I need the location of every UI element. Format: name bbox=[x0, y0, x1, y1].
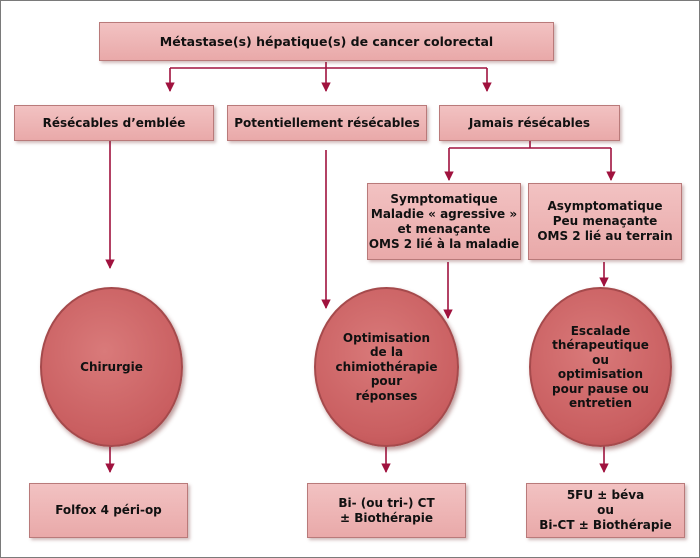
circle-optimisation: Optimisation de la chimiothérapie pour r… bbox=[314, 287, 459, 447]
outcome-folfox: Folfox 4 péri-op bbox=[29, 483, 188, 538]
arrow-top-to-resecables bbox=[170, 62, 487, 91]
arrow-jamais-split bbox=[449, 141, 611, 180]
category-resecables: Résécables d’emblée bbox=[14, 105, 214, 141]
circle-escalade: Escalade thérapeutique ou optimisation p… bbox=[529, 287, 672, 447]
outcome-bict: Bi- (ou tri-) CT ± Biothérapie bbox=[307, 483, 466, 538]
category-potentiellement: Potentiellement résécables bbox=[227, 105, 427, 141]
circle-chirurgie: Chirurgie bbox=[40, 287, 183, 447]
outcome-5fu: 5FU ± béva ou Bi-CT ± Biothérapie bbox=[526, 483, 685, 538]
category-jamais: Jamais résécables bbox=[439, 105, 620, 141]
subgroup-symptomatique: Symptomatique Maladie « agressive » et m… bbox=[367, 183, 521, 260]
top-box-metastases: Métastase(s) hépatique(s) de cancer colo… bbox=[99, 22, 554, 61]
subgroup-asymptomatique: Asymptomatique Peu menaçante OMS 2 lié a… bbox=[528, 183, 682, 260]
